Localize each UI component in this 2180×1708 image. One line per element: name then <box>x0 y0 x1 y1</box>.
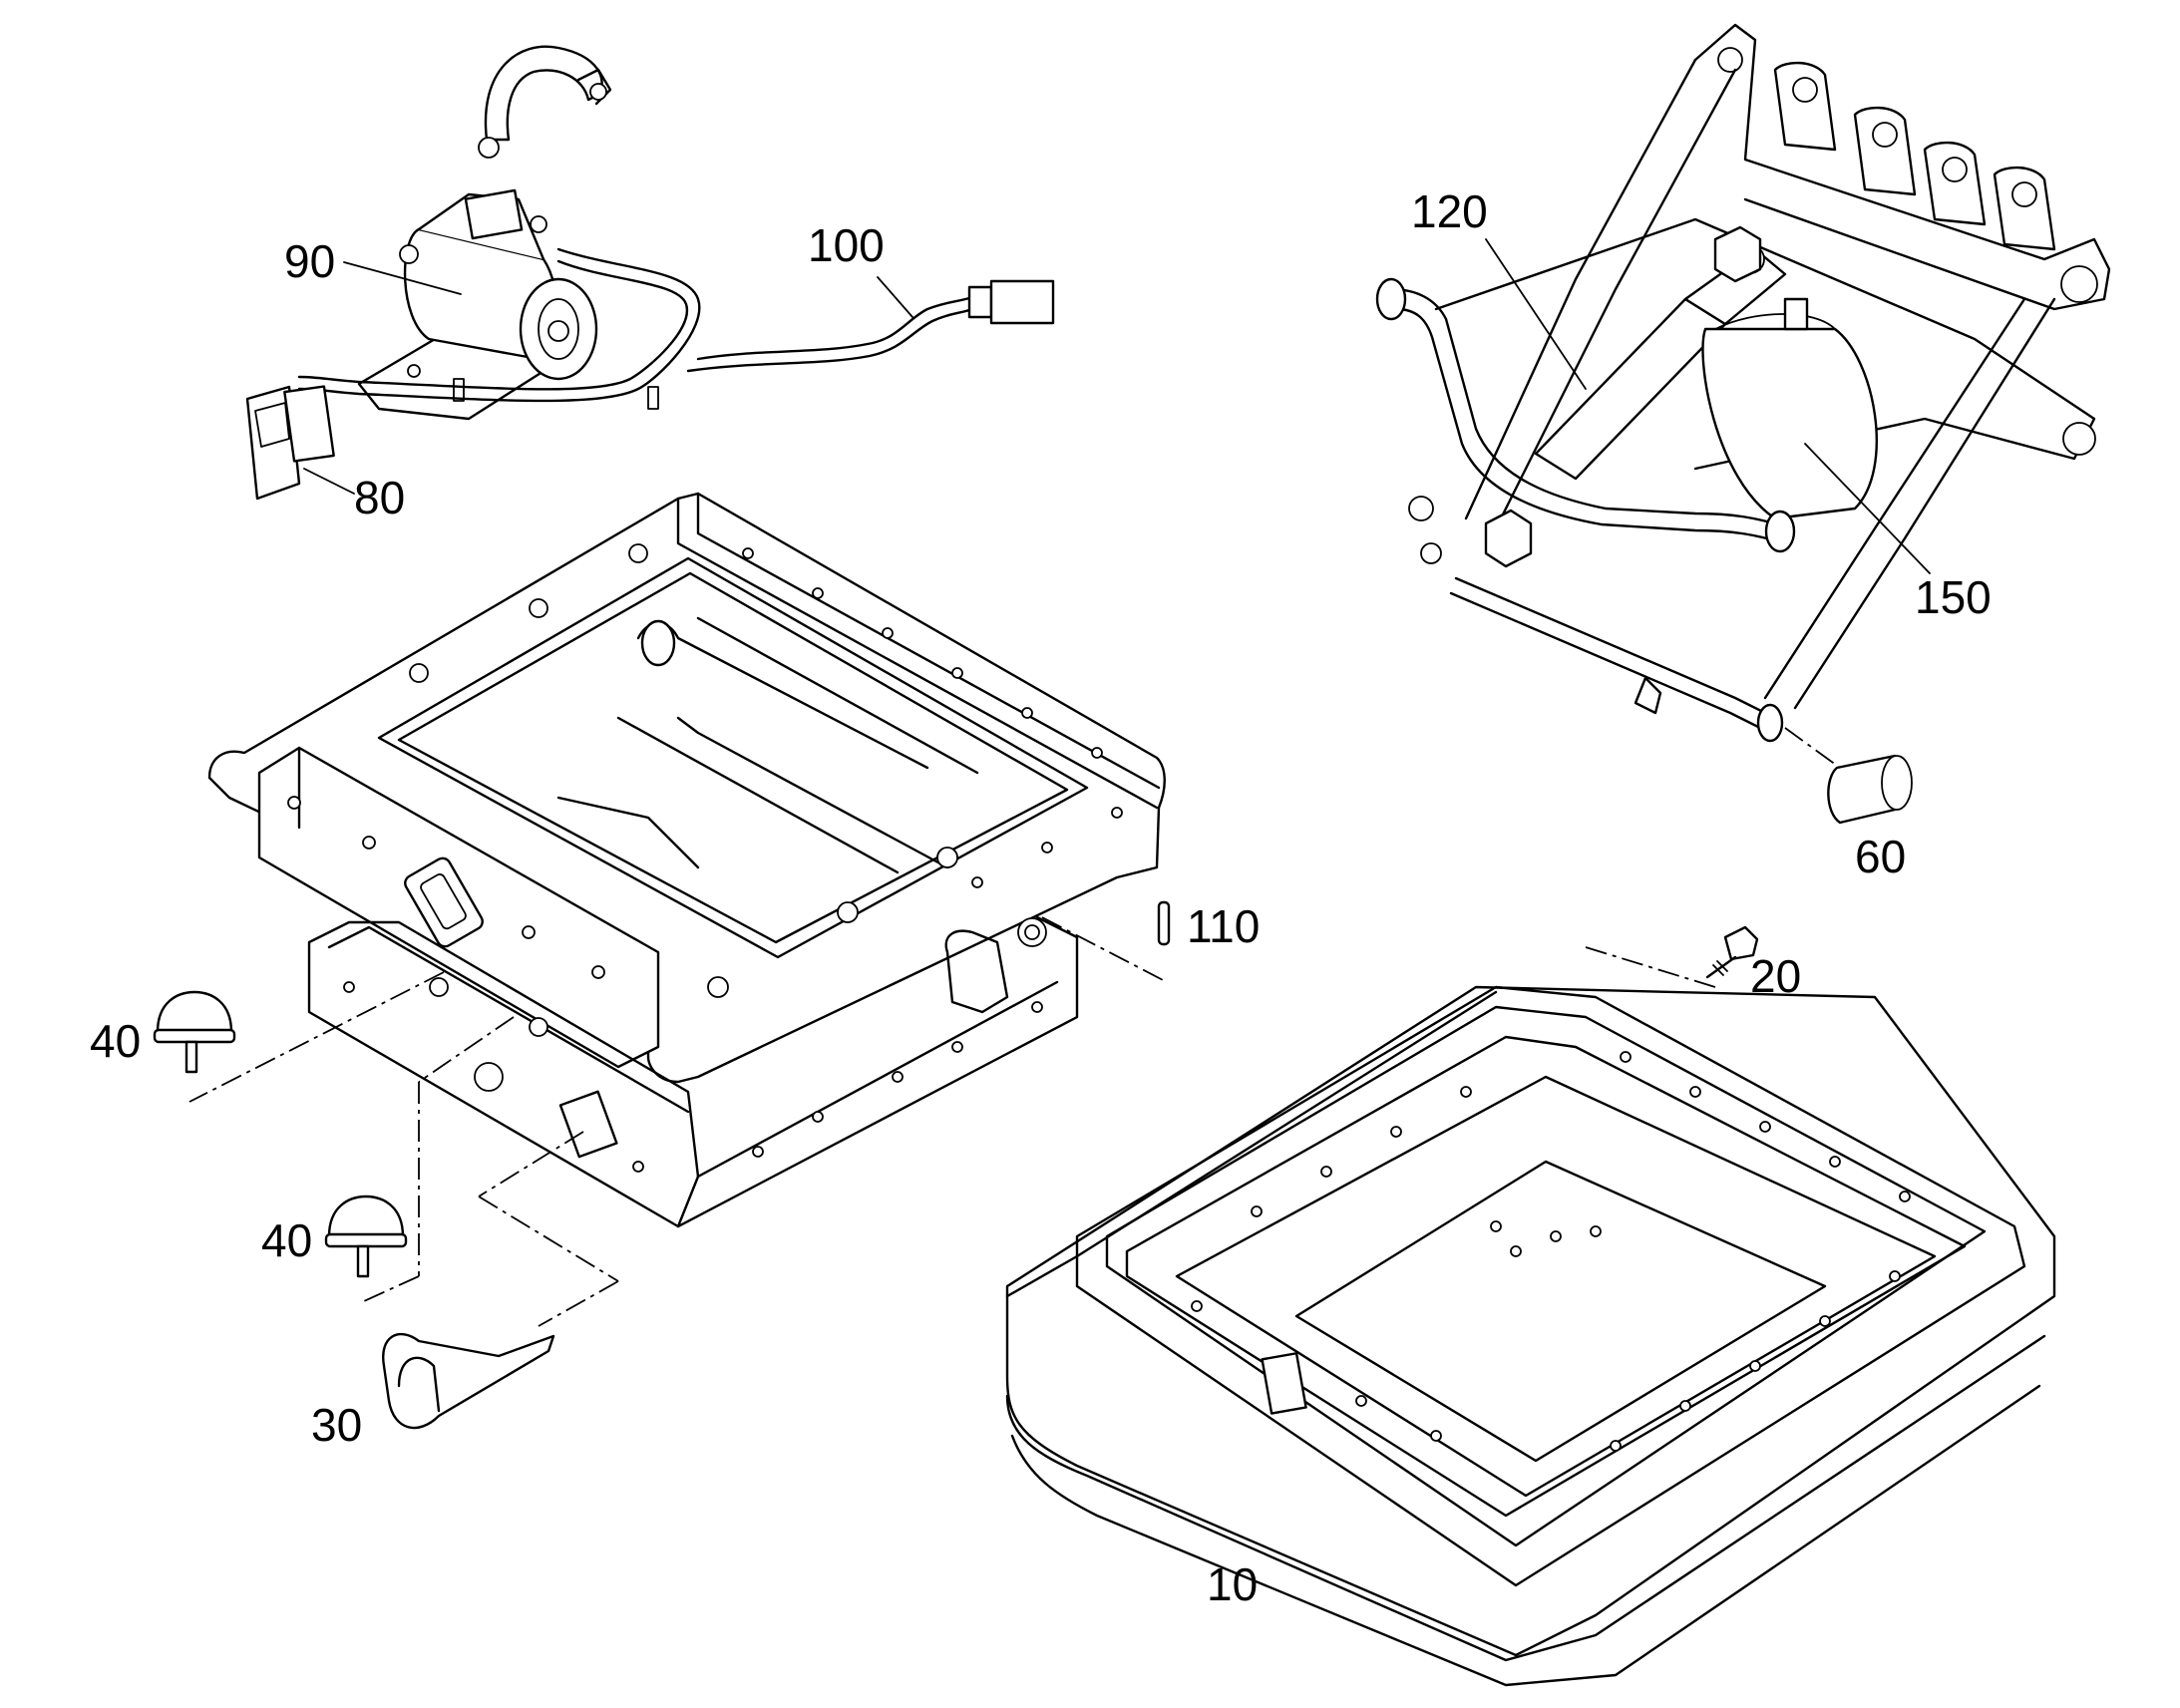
bellows-holes <box>1191 1051 1911 1452</box>
callout-80: 80 <box>354 472 405 523</box>
callout-60: 60 <box>1855 831 1906 882</box>
callout-labels: 10 20 30 40 40 60 80 90 100 110 120 150 <box>90 185 1992 1610</box>
callout-40-lower: 40 <box>261 1214 312 1266</box>
callout-40-upper: 40 <box>90 1015 141 1067</box>
part-30-clip <box>382 1332 555 1430</box>
part-110-pin <box>1157 900 1171 946</box>
callout-30: 30 <box>311 1399 362 1451</box>
callout-120: 120 <box>1411 185 1488 237</box>
callout-20: 20 <box>1750 950 1801 1002</box>
callout-110: 110 <box>1187 900 1260 952</box>
part-40-bumper-upper <box>153 990 236 1074</box>
callout-100: 100 <box>808 219 885 271</box>
callout-90: 90 <box>284 235 335 287</box>
part-10-bellows <box>1005 985 2056 1687</box>
lower-slide-base <box>188 915 1716 1327</box>
part-20-screw <box>1705 925 1759 979</box>
callout-150: 150 <box>1915 571 1992 623</box>
lug-row <box>1773 61 2056 251</box>
part-40-bumper-lower <box>324 1195 408 1278</box>
part-90-motor-assembly <box>245 45 1055 501</box>
frame-holes <box>287 543 1123 998</box>
main-seat-frame <box>207 492 1166 1084</box>
part-120-150-scissor-assembly <box>1375 23 2111 825</box>
callout-10: 10 <box>1207 1558 1258 1610</box>
